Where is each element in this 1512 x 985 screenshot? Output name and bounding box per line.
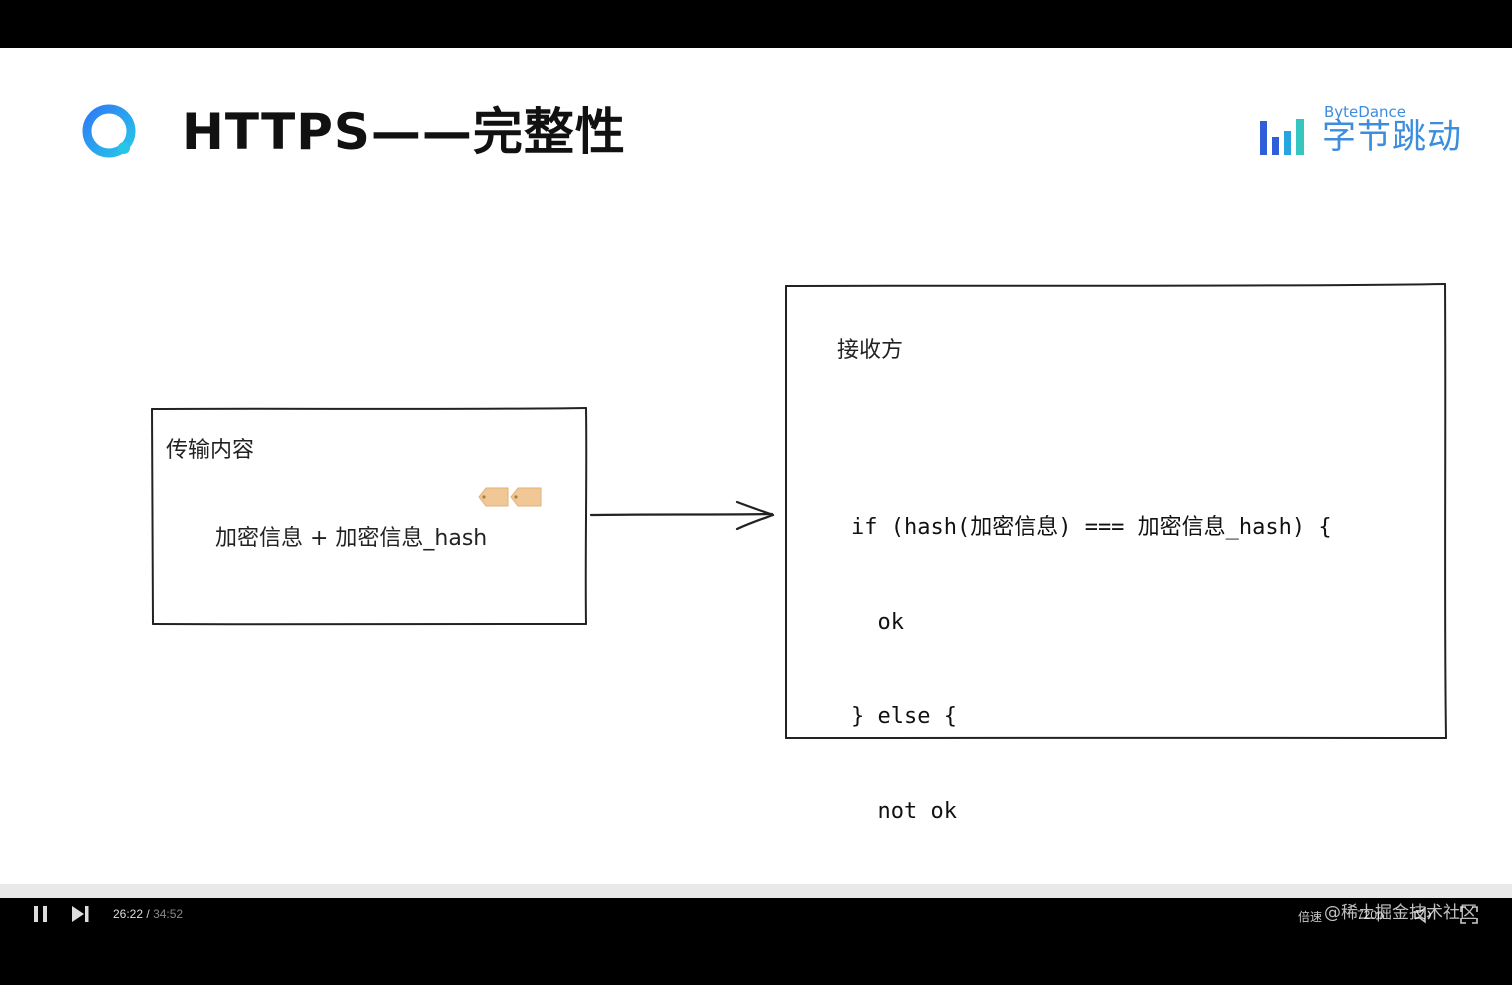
progress-bar[interactable] xyxy=(0,884,1512,898)
receiver-box xyxy=(784,283,1447,740)
player-controls: 26:22 / 34:52 倍速 720p @稀土掘金技术社区 xyxy=(0,898,1512,945)
next-icon[interactable] xyxy=(71,905,91,923)
verification-code: if (hash(加密信息) === 加密信息_hash) { ok } els… xyxy=(851,449,1332,985)
slide-title: HTTPS——完整性 xyxy=(182,103,626,161)
playback-time: 26:22 / 34:52 xyxy=(113,907,183,921)
code-line: } else { xyxy=(851,704,957,729)
fullscreen-icon[interactable] xyxy=(1460,906,1478,924)
code-line: ok xyxy=(851,609,904,635)
app-logo-icon xyxy=(82,104,136,158)
video-top-bar xyxy=(0,0,1512,48)
volume-icon[interactable] xyxy=(1414,906,1436,924)
bytedance-logo-icon xyxy=(1260,119,1304,155)
pause-icon[interactable] xyxy=(33,905,49,923)
brand-name-en: ByteDance xyxy=(1324,103,1407,121)
sender-box xyxy=(151,407,588,626)
current-time: 26:22 xyxy=(113,907,144,921)
quality-button[interactable]: 720p xyxy=(1357,908,1384,922)
total-time: 34:52 xyxy=(153,907,184,921)
time-separator: / xyxy=(146,907,150,921)
brand-name-cn: 字节跳动 xyxy=(1322,117,1462,157)
tag-icon xyxy=(478,487,542,507)
code-line: if (hash(加密信息) === 加密信息_hash) { xyxy=(851,515,1332,540)
speed-button[interactable]: 倍速 xyxy=(1298,910,1323,924)
code-line: not ok xyxy=(851,798,957,824)
bytedance-brand: ByteDance 字节跳动 xyxy=(1260,103,1470,163)
receiver-box-label: 接收方 xyxy=(837,338,904,363)
transfer-content: 加密信息 + 加密信息_hash xyxy=(215,526,488,551)
diagram-canvas xyxy=(151,283,1447,740)
slide: HTTPS——完整性 ByteDance 字节跳动 xyxy=(0,48,1512,918)
sender-box-label: 传输内容 xyxy=(166,438,255,463)
watermark: @稀土掘金技术社区 xyxy=(1324,903,1477,923)
arrow-right-icon xyxy=(589,500,775,531)
